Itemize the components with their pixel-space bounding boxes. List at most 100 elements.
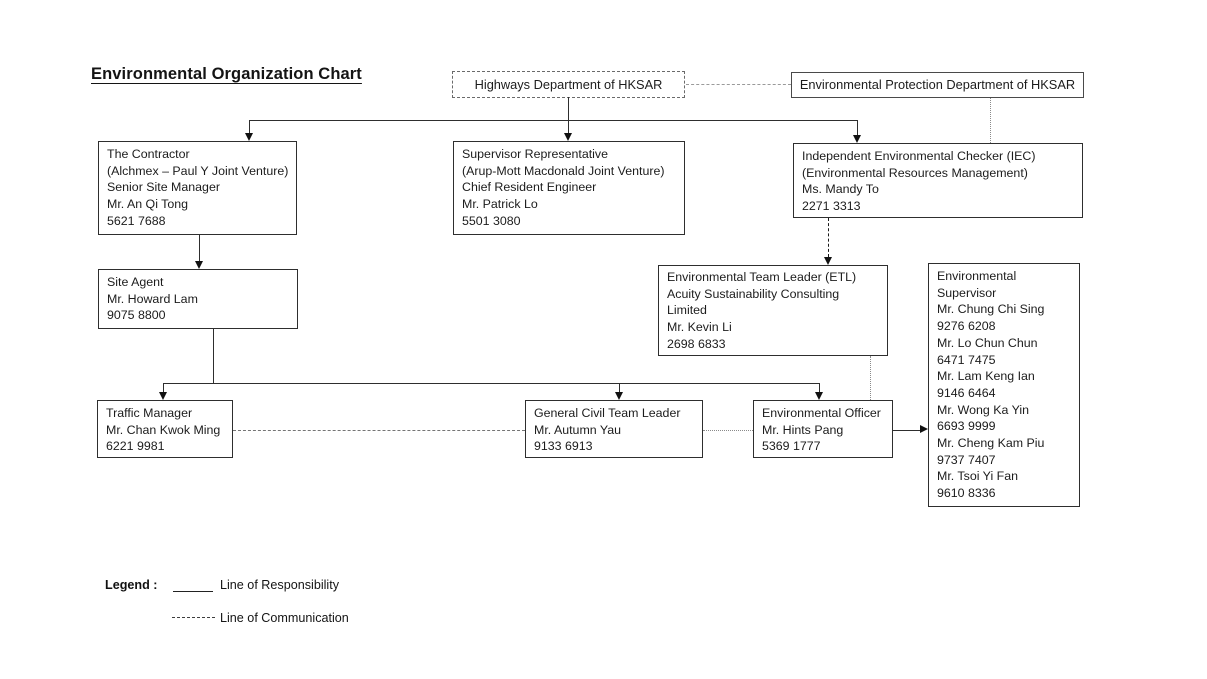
node-text-line: Senior Site Manager [107,180,220,195]
node-text-line: Mr. An Qi Tong [107,197,189,212]
node-text-line: Independent Environmental Checker (IEC) [802,149,1036,163]
node-text-line: Supervisor [937,285,997,300]
node-text-line: 5621 7688 [107,213,166,228]
node-text-line: The Contractor [107,147,190,161]
node-text-line: Site Agent [107,275,164,289]
legend-communication-label: Line of Communication [220,611,349,625]
node-text-line: 5501 3080 [462,213,521,228]
node-text-line: 6693 9999 [937,419,996,434]
connector-etl-envofficer [870,356,871,400]
node-text: Highways Department of HKSAR [471,76,667,92]
connector-envofficer-envsupervisor [893,429,921,431]
node-text-line: 9276 6208 [937,319,996,334]
node-text-line: 2271 3313 [802,199,861,214]
node-text-line: Mr. Chan Kwok Ming [106,422,221,437]
node-text-line: Mr. Lam Keng Ian [937,369,1035,384]
node-text: Environmental Protection Department of H… [796,78,1079,92]
legend-responsibility-label: Line of Responsibility [220,578,340,592]
node-text: The Contractor (Alchmex – Paul Y Joint Ve… [99,142,296,234]
connector-top-bus [249,119,858,121]
node-text-line: 9075 8800 [107,308,166,323]
node-text: Environmental Team Leader (ETL) Acuity Su… [659,266,887,357]
connector-epd-iec [990,98,991,143]
connector-iec-etl [828,218,829,257]
node-text-line: Environmental Team Leader (ETL) [667,270,857,284]
node-text-line: Mr. Chung Chi Sing [937,302,1045,317]
connector-bottom-bus [163,382,819,384]
connector-contractor-siteagent [199,235,200,262]
connector-stub-gctl [619,383,620,393]
connector-highways-epd [686,83,791,85]
connector-stub-iec [857,120,858,136]
node-text-line: 6221 9981 [106,439,165,454]
page-title: Environmental Organization Chart [91,65,362,83]
arrowhead-into-gctl [615,392,623,400]
node-text-line: Mr. Lo Chun Chun [937,335,1038,350]
node-text-line: 5369 1777 [762,439,821,454]
connector-stub-supervisor [568,120,569,134]
node-text-line: Mr. Cheng Kam Piu [937,436,1045,451]
node-iec: Independent Environmental Checker (IEC) (… [793,143,1083,218]
arrowhead-into-traffic-manager [159,392,167,400]
node-text: Independent Environmental Checker (IEC) (… [794,144,1082,219]
node-text-line: 9133 6913 [534,439,593,454]
node-text-line: Mr. Autumn Yau [534,422,622,437]
node-text-line: Acuity Sustainability Consulting [667,286,840,301]
legend-dashed-line-sample [172,617,215,618]
legend-label: Legend : [105,578,158,592]
arrowhead-into-etl [824,257,832,265]
connector-stub-env-officer [819,383,820,393]
arrowhead-into-supervisor [564,133,572,141]
node-text-line: Supervisor Representative [462,147,609,161]
node-text-line: Environmental [937,269,1017,283]
connector-gctl-envofficer [703,429,753,431]
node-epd: Environmental Protection Department of H… [791,72,1084,98]
node-text-line: Mr. Tsoi Yi Fan [937,469,1019,484]
node-text-line: Environmental Officer [762,406,881,420]
node-text-line: 6471 7475 [937,352,996,367]
node-text-line: Mr. Howard Lam [107,291,198,306]
connector-highways-down [568,97,569,121]
node-text-line: 2698 6833 [667,336,726,351]
node-text-line: Ms. Mandy To [802,182,879,197]
node-etl: Environmental Team Leader (ETL) Acuity Su… [658,265,888,356]
node-text-line: Mr. Wong Ka Yin [937,402,1030,417]
connector-trafficmanager-gctl [233,429,525,431]
node-text-line: Mr. Kevin Li [667,320,732,335]
node-text-line: 9146 6464 [937,385,996,400]
arrowhead-into-env-officer [815,392,823,400]
arrowhead-into-site-agent [195,261,203,269]
node-text-line: (Environmental Resources Management) [802,165,1028,180]
node-text-line: (Alchmex – Paul Y Joint Venture) [107,163,289,178]
arrowhead-into-iec [853,135,861,143]
node-text-line: (Arup-Mott Macdonald Joint Venture) [462,163,665,178]
legend-solid-line-sample [173,591,213,592]
node-text-line: General Civil Team Leader [534,406,681,420]
connector-stub-contractor [249,120,250,134]
node-text-line: Chief Resident Engineer [462,180,597,195]
node-text-line: Limited [667,303,707,318]
node-text-line: Mr. Hints Pang [762,422,844,437]
node-text-line: Traffic Manager [106,406,193,420]
node-text: Supervisor Representative (Arup-Mott Macd… [454,142,684,234]
node-text-line: 9737 7407 [937,452,996,467]
node-text-line: 9610 8336 [937,486,996,501]
node-text-line: Highways Department of HKSAR [474,76,663,92]
arrowhead-into-contractor [245,133,253,141]
node-text-line: Mr. Patrick Lo [462,197,538,212]
node-text-line: Environmental Protection Department of H… [799,77,1076,92]
node-contractor: The Contractor (Alchmex – Paul Y Joint Ve… [98,141,297,235]
connector-stub-traffic-manager [163,383,164,393]
connector-siteagent-down [213,329,214,383]
arrowhead-into-env-supervisor [920,425,928,433]
